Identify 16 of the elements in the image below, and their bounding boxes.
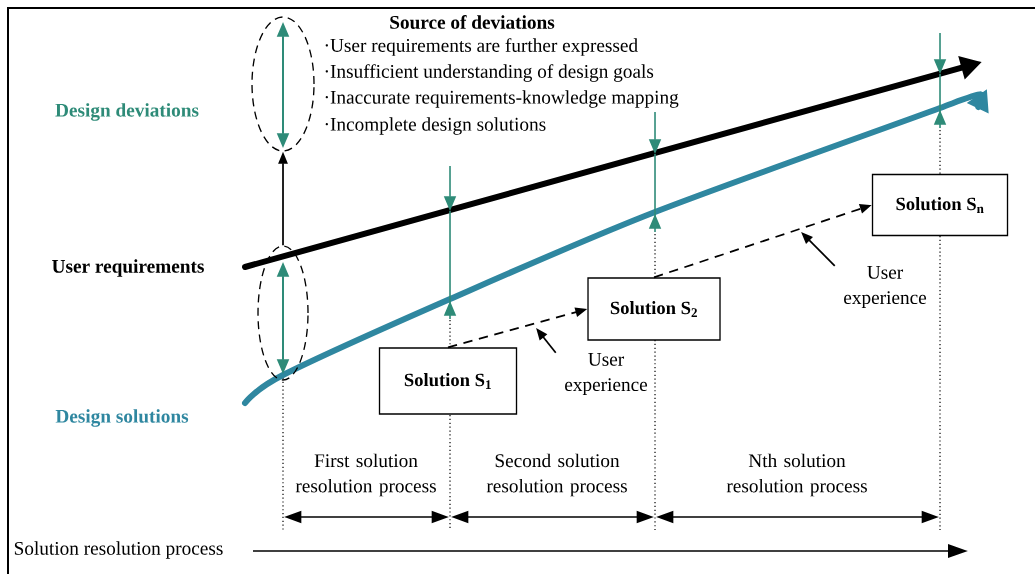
solution-box: Solution S$_{n}$ <box>871 173 1009 237</box>
annotation-text: User experience <box>844 266 927 308</box>
dashed-ellipse <box>257 245 309 381</box>
solution-box: Solution S$_{1}$ <box>378 347 518 415</box>
dashed-ellipse <box>251 16 315 152</box>
text-label: Design deviations <box>55 103 199 121</box>
text-label: User requirements <box>52 259 204 277</box>
text-label: First solution resolution process <box>295 453 436 497</box>
text-label: Second solution resolution process <box>486 453 627 497</box>
text-label: Solution resolution process <box>14 541 223 559</box>
leader-arrow <box>801 232 836 267</box>
heading: Source of deviations <box>390 15 555 29</box>
solution-box: Solution S$_{2}$ <box>587 277 721 341</box>
text-label: Nth solution resolution process <box>726 453 867 497</box>
text-label: Design solutions <box>55 409 189 427</box>
annotation-text: User experience <box>565 353 648 395</box>
